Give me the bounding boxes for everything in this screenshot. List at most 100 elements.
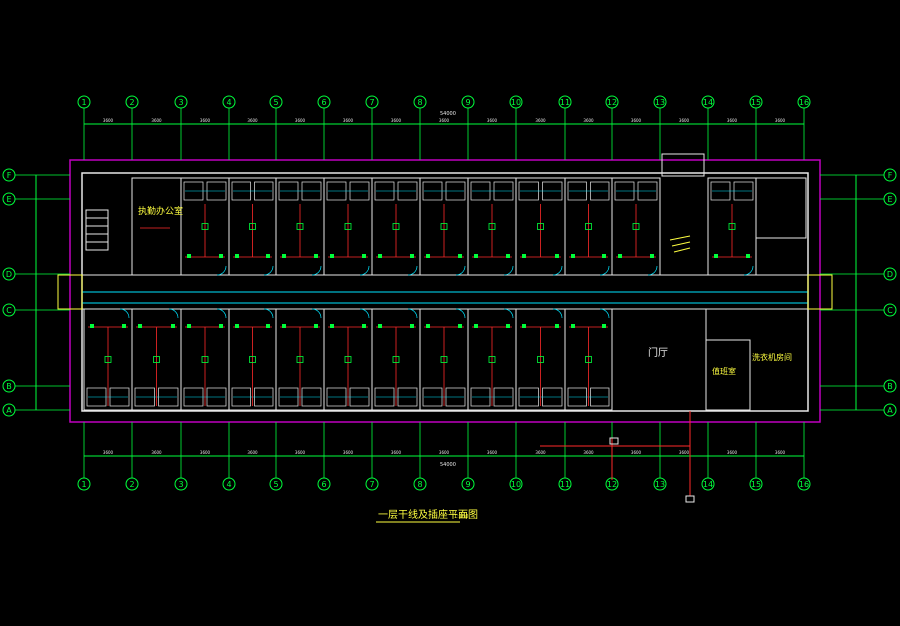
bay-dimension-label: 3600 (295, 118, 306, 123)
office-wall (131, 177, 182, 276)
outlet-symbol (219, 254, 223, 258)
outlet-symbol (474, 324, 478, 328)
bay-dimension-label: 3600 (247, 450, 258, 455)
axis-bubble (883, 267, 897, 281)
axis-label: A (6, 406, 12, 415)
axis-bubble (701, 477, 715, 491)
axis-label: 11 (560, 98, 570, 107)
room-label-duty: 值班室 (712, 366, 736, 376)
outlet-symbol (187, 324, 191, 328)
outlet-symbol (235, 324, 239, 328)
outlet-symbol (282, 324, 286, 328)
outlet-symbol (426, 254, 430, 258)
outlet-symbol (728, 223, 736, 230)
axis-label: 4 (226, 98, 231, 107)
outlet-symbol (201, 223, 209, 230)
axis-bubble (2, 267, 16, 281)
bay-dimension-label: 3600 (439, 450, 450, 455)
outlet-symbol (522, 324, 526, 328)
axis-bubble (461, 477, 475, 491)
bay-dimension-label: 3600 (631, 450, 642, 455)
axis-label: 6 (321, 480, 326, 489)
room-label-lobby: 门厅 (648, 346, 668, 359)
outlet-symbol (714, 254, 718, 258)
outlet-symbol (555, 324, 559, 328)
outlet-symbol (522, 254, 526, 258)
door-swing (552, 265, 563, 276)
outlet-symbol (153, 356, 160, 363)
lower-room-row (83, 308, 613, 411)
outlet-symbol (440, 356, 448, 363)
bay-dimension-label: 3600 (535, 118, 546, 123)
outlet-symbol (426, 324, 430, 328)
axis-bubble (2, 379, 16, 393)
axis-label: C (6, 306, 12, 315)
axis-label: B (6, 382, 12, 391)
corridor (82, 274, 808, 310)
axis-bubble (797, 95, 811, 109)
axis-label: 10 (511, 98, 521, 107)
door-swing (599, 308, 610, 319)
outlet-symbol (602, 324, 606, 328)
axis-label: 1 (81, 98, 86, 107)
axis-label: 7 (369, 98, 374, 107)
drawing-title: 一层干线及插座平面图 (378, 508, 478, 521)
outlet-symbol (506, 254, 510, 258)
axis-label: 7 (369, 480, 374, 489)
axis-label: 15 (751, 480, 761, 489)
axis-label: E (6, 195, 11, 204)
axis-label: 14 (703, 98, 713, 107)
outlet-symbol (219, 324, 223, 328)
outlet-symbol (571, 324, 575, 328)
bay-dimension-label: 3600 (487, 450, 498, 455)
outlet-symbol (585, 223, 592, 230)
axis-bubble (222, 95, 236, 109)
door-swing (503, 308, 514, 319)
outlet-symbol (632, 223, 640, 230)
outlet-symbol (344, 223, 352, 230)
axis-bubble (365, 95, 379, 109)
door-swing (407, 308, 418, 319)
outlet-symbol (171, 324, 175, 328)
axis-label: F (7, 171, 12, 180)
axis-label: 12 (607, 480, 617, 489)
lobby-area (611, 308, 707, 412)
door-swing (119, 308, 130, 319)
room-label-laundry: 洗衣机房间 (752, 352, 792, 362)
axis-bubble (77, 95, 91, 109)
axis-bubble (883, 303, 897, 317)
bottom-axis-grid: 1360023600336004360053600636007360083600… (77, 422, 811, 491)
outlet-symbol (122, 324, 126, 328)
door-swing (359, 265, 370, 276)
axis-bubble (883, 192, 897, 206)
bay-dimension-label: 3600 (679, 450, 690, 455)
axis-bubble (269, 477, 283, 491)
bay-dimension-label: 3600 (391, 118, 402, 123)
axis-label: 3 (178, 98, 183, 107)
stair-right (669, 235, 691, 253)
outlet-symbol (187, 254, 191, 258)
outlet-symbol (474, 254, 478, 258)
axis-label: 6 (321, 98, 326, 107)
axis-label: 16 (799, 480, 809, 489)
axis-bubble (222, 477, 236, 491)
axis-bubble (2, 168, 16, 182)
axis-label: 14 (703, 480, 713, 489)
outlet-symbol (344, 356, 352, 363)
entrance-canopy (661, 153, 705, 177)
door-swing (263, 265, 274, 276)
axis-bubble (509, 477, 523, 491)
outlet-symbol (235, 254, 239, 258)
west-porch (57, 274, 83, 310)
axis-bubble (413, 477, 427, 491)
axis-bubble (509, 95, 523, 109)
door-swing (359, 308, 370, 319)
door-swing (455, 265, 466, 276)
outlet-symbol (488, 223, 496, 230)
outlet-symbol (650, 254, 654, 258)
outlet-symbol (314, 254, 318, 258)
service-feed (540, 411, 695, 503)
outlet-symbol (138, 324, 142, 328)
door-swing (216, 308, 227, 319)
axis-bubble (174, 95, 188, 109)
